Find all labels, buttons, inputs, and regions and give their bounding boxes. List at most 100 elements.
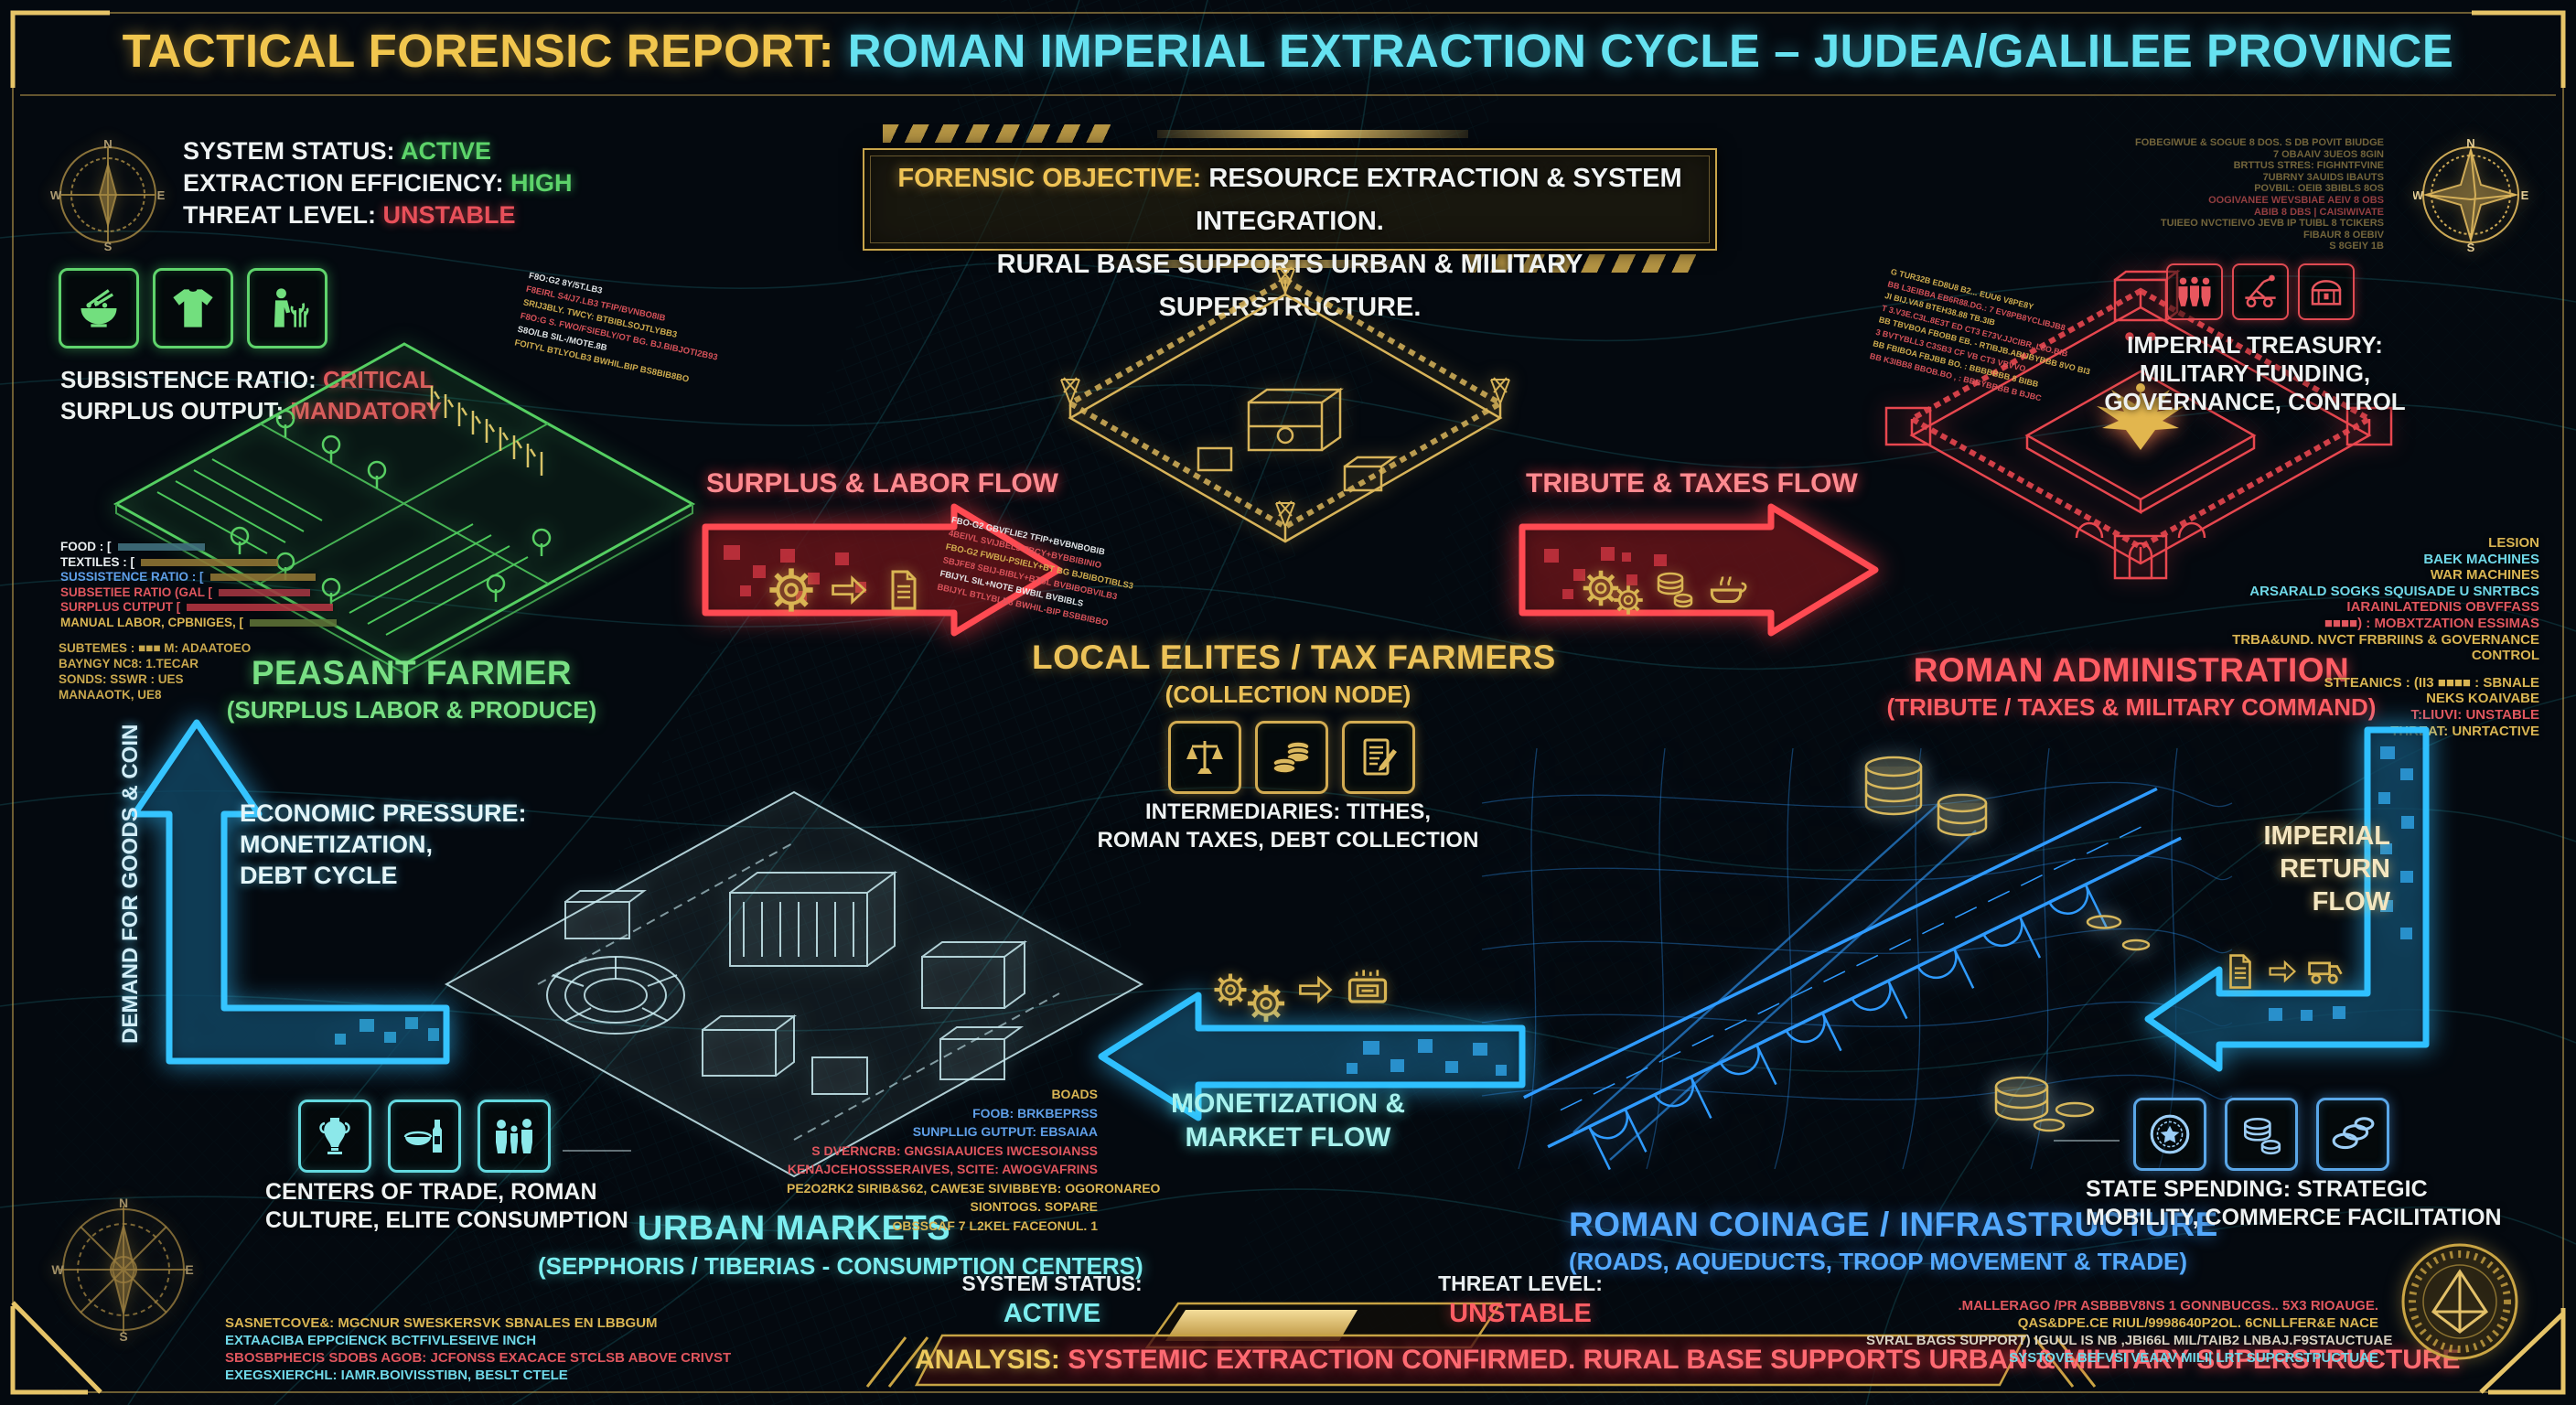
objective-text: FORENSIC OBJECTIVE: RESOURCE EXTRACTION … (874, 157, 1706, 329)
monetization-flow-label: MONETIZATION & MARKET FLOW (1032, 1087, 1544, 1154)
system-status-block: SYSTEM STATUS: ACTIVE EXTRACTION EFFICIE… (183, 135, 573, 231)
note-line: SONDS: SSWR : UES (59, 672, 184, 686)
node-title: ROMAN ADMINISTRATION (1913, 651, 2350, 689)
objective-label: FORENSIC OBJECTIVE: (897, 164, 1209, 193)
intermediaries-caption: INTERMEDIARIES: TITHES, ROMAN TAXES, DEB… (1032, 798, 1544, 854)
status-label: EXTRACTION EFFICIENCY: (183, 169, 511, 197)
node-title: URBAN MARKETS (637, 1209, 951, 1248)
node-subtitle: (ROADS, AQUEDUCTS, TROOP MOVEMENT & TRAD… (1569, 1248, 2188, 1275)
surplus-label: SURPLUS OUTPUT: (60, 397, 291, 424)
amphora-icon (298, 1099, 371, 1173)
roman-fort-illustration (1884, 269, 2393, 580)
document-icon (2221, 952, 2259, 991)
stat-row: SUBSETIEE RATIO (GAL [ (60, 585, 337, 601)
side-line: TRBA&UND. NVCT FRBRIINS & GOVERNANCE (2232, 631, 2539, 648)
status-row: THREAT LEVEL: UNSTABLE (183, 199, 573, 231)
compass-top-right: N E S W (2413, 137, 2528, 252)
stat-meter (187, 604, 334, 612)
side-line: KENAJCEHOSSSERAIVES, SCITE: AWOGVAFRINS (787, 1162, 1098, 1176)
side-line: T:LIUVI: UNSTABLE (2410, 706, 2539, 723)
status-label: THREAT LEVEL: (183, 201, 383, 229)
pressure-line: DEBT CYCLE (240, 862, 398, 889)
caption-line: ROMAN TAXES, DEBT COLLECTION (1097, 828, 1479, 853)
compass-e: E (2521, 188, 2528, 202)
side-line: ARSARALD SOGKS SQUISADE U SNRTBCS (2249, 583, 2539, 599)
surplus-label-text: SURPLUS & LABOR FLOW (706, 468, 1058, 499)
soldiers-icon (2166, 263, 2223, 320)
stat-meter (117, 543, 205, 552)
scales-icon (1168, 721, 1241, 794)
elites-label: LOCAL ELITES / TAX FARMERS (COLLECTION N… (1032, 638, 1555, 709)
surplus-process-icons (767, 565, 926, 615)
note-line: FIBAUR 8 OEBIV (2302, 229, 2384, 241)
contract-icon (1342, 721, 1415, 794)
tax-pot-icon (1703, 565, 1749, 611)
compass-w: W (51, 1262, 64, 1277)
node-subtitle: (SEPPHORIS / TIBERIAS - CONSUMPTION CENT… (538, 1252, 1143, 1280)
hazard-stripes (883, 124, 1111, 143)
farmer-icon (247, 268, 327, 349)
stat-meter (250, 618, 338, 627)
compass-e: E (185, 1262, 193, 1277)
peasant-stat-meters: FOOD : [ TEXTILES : [ SUSSISTENCE RATIO … (60, 540, 338, 630)
note-line: BRTTUS STRES: FIGHNTFVINE (2233, 160, 2384, 172)
side-line: BOADS (1051, 1087, 1098, 1101)
compass-top-left: N E S W (50, 137, 166, 252)
compass-s: S (104, 240, 113, 252)
treasure-chest-icon (2298, 263, 2355, 320)
roman-admin-label: ROMAN ADMINISTRATION (TRIBUTE / TAXES & … (1875, 651, 2388, 722)
caption-line: GOVERNANCE, CONTROL (2104, 388, 2406, 415)
note-line: EXEGSXIERCHL: IAMR.BOIVISSTIBN, BESLT CT… (225, 1367, 568, 1383)
compass-n: N (2466, 137, 2474, 150)
note-line: 7 OBAAIV 3UEOS 8GIN (2272, 148, 2384, 160)
tunic-icon (153, 268, 233, 349)
infrastructure-label: ROMAN COINAGE / INFRASTRUCTURE (ROADS, A… (1569, 1206, 2218, 1276)
note-line: POVBIL: OEIB 3BIBLS 8OS (2254, 183, 2384, 195)
trade-centers-caption: CENTERS OF TRADE, ROMAN CULTURE, ELITE C… (265, 1178, 628, 1235)
note-line: ABIB 8 DBS | CAISIWIVATE (2253, 206, 2384, 218)
side-line: LESION (2488, 535, 2539, 551)
top-right-intel-notes: FOBEGIWUE & SOGUE 8 DOS. S DB POVIT BIUD… (2073, 137, 2384, 252)
peasant-notes: SUBTEMES : ■■■ M: ADAATOEO BAYNGY NC8: 1… (59, 640, 251, 702)
note-line: SYSTOVE BEFVSI VEAAV MILI| LRT SUPCRSTPU… (2009, 1350, 2378, 1366)
infrastructure-illustration (1481, 747, 2233, 1171)
stat-row: SUSSISTENCE RATIO : [ (60, 570, 337, 585)
objective-frame (863, 148, 1717, 251)
side-line: S DVERNCRB: GNGSIAAUICES IWCESOIANSS (811, 1142, 1098, 1158)
node-subtitle: (COLLECTION NODE) (1165, 681, 1411, 708)
markets-side-list: BOADS FOOB: BRKBEPRSS SUNPLLIG GUTPUT: E… (787, 1085, 1161, 1235)
note-line: FOBEGIWUE & SOGUE 8 DOS. S DB POVIT BIUD… (2135, 137, 2384, 148)
node-title: ROMAN COINAGE / INFRASTRUCTURE (1569, 1206, 2218, 1243)
compass-bottom-left: N E S W (51, 1196, 193, 1343)
side-line: SUNPLLIG GUTPUT: EBSAIAA (912, 1124, 1098, 1139)
compass-s: S (119, 1329, 127, 1343)
gear-icon (767, 565, 816, 615)
stat-meter (209, 574, 316, 582)
arrow-right-icon (829, 570, 869, 610)
note-line: MANAAOTK, UE8 (59, 688, 162, 702)
subsistence-label: SUBSISTENCE RATIO: (60, 366, 323, 393)
imperial-treasury-caption: IMPERIAL TREASURY: MILITARY FUNDING, GOV… (2104, 331, 2406, 416)
tribute-process-icons (1581, 560, 1749, 617)
note-line: SBOSBPHECIS SDOBS AGOB: JCFONSS EXACACE … (225, 1350, 732, 1366)
pressure-line: MONETIZATION, (240, 831, 433, 858)
coin-stack-icon (1652, 566, 1696, 610)
demand-flow-arrow (131, 719, 450, 1065)
cart-icon (2305, 951, 2345, 992)
compass-e: E (157, 188, 166, 202)
analysis-body: SYSTEMIC EXTRACTION CONFIRMED. RURAL BAS… (1068, 1345, 2461, 1375)
stat-row: SURPLUS CUTPUT [ (60, 600, 337, 616)
analysis-bar-frame (915, 1334, 2027, 1387)
surplus-value: MANDATORY (290, 397, 442, 424)
side-line: CONTROL (2471, 648, 2539, 664)
monetization-flow-arrow (1098, 992, 1526, 1121)
bottom-threat-value: UNSTABLE (1449, 1299, 1592, 1328)
side-line: IARAINLATEDNIS OBVFFASS (2346, 599, 2539, 616)
bottom-left-notes: SASNETCOVE&: MGCNUR SWESKERSVK SBNALES E… (225, 1314, 731, 1384)
flow-label-line: IMPERIAL (2263, 821, 2390, 851)
elites-fort-illustration (1060, 266, 1510, 543)
gear-icon (1612, 584, 1645, 617)
side-line: PE2O2RK2 SIRIB&S62, CAWE3E SIVIBBEYB: OG… (787, 1180, 1161, 1196)
